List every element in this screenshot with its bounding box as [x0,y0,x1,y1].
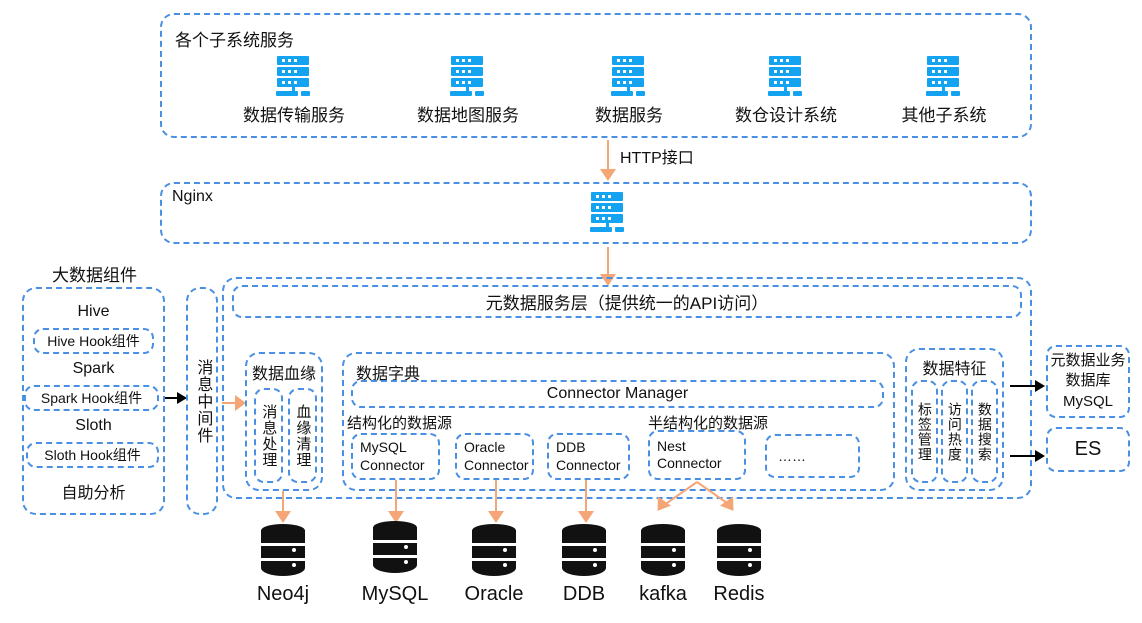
middleware-label: 消息中间件 [194,358,212,444]
connector-more: …… [765,434,860,478]
subsystems-container [160,13,1032,138]
database-icon [261,524,305,582]
server-icon [925,56,963,96]
middleware-to-lineage-arrow [222,395,248,411]
lineage-container [245,352,323,491]
lineage-item-label: 血缘清理 [294,403,312,468]
nginx-container [160,182,1032,244]
metadata-service-layer: 元数据服务层（提供统一的API访问） [232,285,1022,318]
features-to-mysql-arrow [1010,380,1046,392]
server-icon [610,56,648,96]
middleware-label-wrap: 消息中间件 [186,287,218,515]
features-container [905,348,1004,491]
server-icon [767,56,805,96]
server-icon [275,56,313,96]
output-metadata-mysql: 元数据业务 数据库 MySQL [1046,345,1130,418]
semi-structured-sources-label: 半结构化的数据源 [648,415,769,432]
platform-outer-container [222,277,1032,499]
features-item-data-search: 数据搜索 [971,380,998,483]
lineage-title: 数据血缘 [251,366,316,383]
database-label-mysql: MySQL [361,583,429,605]
connector-ddb: DDB Connector [547,433,630,480]
nginx-title: Nginx [172,188,213,205]
features-item-label: 数据搜索 [976,401,993,462]
database-icon [472,524,516,582]
database-label-neo4j: Neo4j [256,583,310,605]
connector-oracle: Oracle Connector [455,433,534,480]
features-to-es-arrow [1010,450,1046,462]
connector-manager-box: Connector Manager [351,380,884,408]
database-label-oracle: Oracle [464,583,524,605]
bigdata-item-spark-hook: Spark Hook组件 [24,385,159,411]
subsystem-label-4: 其他子系统 [901,106,987,125]
lineage-item-label: 消息处理 [260,403,278,468]
connector-to-mysql-arrow [388,480,404,527]
bigdata-to-middleware-arrow [165,392,187,404]
bigdata-item-spark: Spark [72,360,115,377]
server-icon [449,56,487,96]
structured-sources-label: 结构化的数据源 [347,415,453,432]
dictionary-title: 数据字典 [356,366,421,383]
connector-to-ddb-arrow [578,480,594,527]
bigdata-item-hive: Hive [77,303,110,320]
subsystem-label-3: 数仓设计系统 [735,106,837,125]
subsystem-label-0: 数据传输服务 [243,106,345,125]
features-item-label: 标签管理 [916,401,933,462]
bigdata-item-sloth: Sloth [75,417,112,434]
subsystems-title: 各个子系统服务 [175,31,294,50]
connector-nest: Nest Connector [648,430,746,480]
database-label-kafka: kafka [639,583,687,605]
dictionary-container [342,352,895,491]
bigdata-item-sloth-hook: Sloth Hook组件 [26,442,159,468]
lineage-to-neo4j-arrow [275,491,291,527]
subsystem-label-1: 数据地图服务 [417,106,519,125]
features-title: 数据特征 [922,361,987,378]
database-icon [641,524,685,582]
subsystem-label-2: 数据服务 [595,106,663,125]
server-icon [589,192,627,232]
bigdata-title: 大数据组件 [52,266,137,285]
output-es: ES [1046,427,1130,472]
bigdata-item-hive-hook: Hive Hook组件 [33,328,154,354]
database-icon [373,521,417,579]
bigdata-container [22,287,165,515]
http-arrow-label: HTTP接口 [620,150,694,167]
connector-to-oracle-arrow [488,480,504,527]
features-item-tag-management: 标签管理 [911,380,938,483]
connector-to-kafka-head [651,496,671,516]
http-arrow [600,140,616,182]
bigdata-item-self-service: 自助分析 [61,485,126,502]
database-icon [562,524,606,582]
features-item-access-heat: 访问热度 [941,380,968,483]
middleware-container [186,287,218,515]
database-icon [717,524,761,582]
connector-mysql: MySQL Connector [351,433,440,480]
features-item-label: 访问热度 [946,401,963,462]
database-label-ddb: DDB [562,583,606,605]
database-label-redis: Redis [713,583,765,605]
lineage-item-message-processing: 消息处理 [254,388,283,483]
lineage-item-lineage-cleaning: 血缘清理 [288,388,317,483]
